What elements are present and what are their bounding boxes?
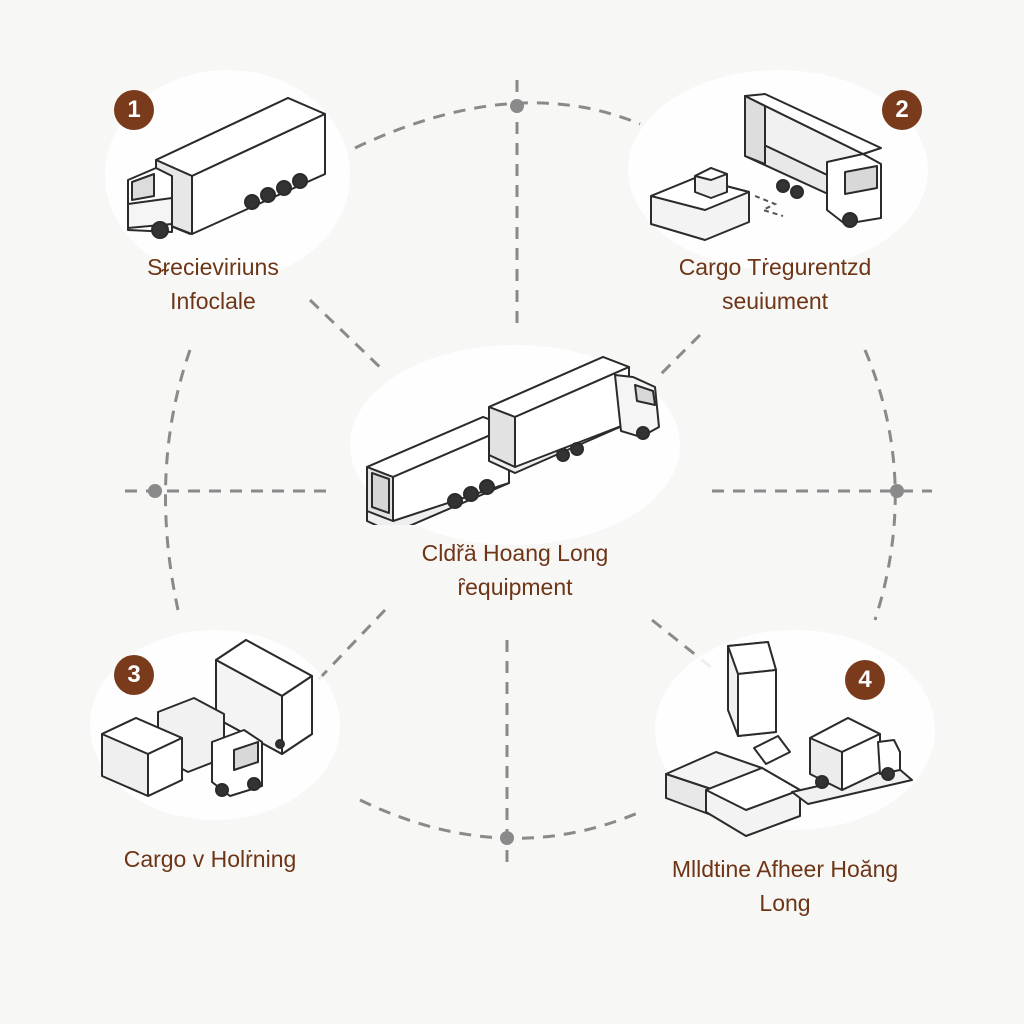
node-1-label-line1: Sᵲecieviriuns [147,254,279,280]
junction-dot-bottom [500,831,514,845]
node-1-label-line2: Infoclale [170,288,256,314]
connector-diagonal-3 [316,608,387,682]
node-1-label: Sᵲecieviriuns Infoclale [88,250,338,318]
step-badge-1: 1 [114,90,154,130]
node-2-label: Cargo Tṙegurentzd seuiument [640,250,910,318]
road-train-truck-icon [366,356,660,525]
connector-arc-top [354,101,641,150]
step-badge-4: 4 [845,660,885,700]
box-truck-icon [127,97,326,239]
connector-arc-bottom [359,798,641,840]
node-3-label: Cargo v Holṙning [90,842,330,876]
cargo-containers-icon [101,639,313,797]
node-4-label: Mlldtine Afheer Hoăng Long [630,852,940,920]
connector-diagonal-2 [658,333,702,377]
junction-dot-top [510,99,524,113]
truck-with-pallet-icon [650,93,882,241]
center-label-line1: Cldřä Hoang Long [421,540,609,566]
node-4-label-line2: Long [759,890,811,916]
connector-arc-right [863,349,897,621]
junction-dot-left [148,484,162,498]
node-4-label-line1: Mlldtine Afheer Hoăng [671,856,899,882]
node-2-label-line2: seuiument [721,288,829,314]
cargo-handling-station-icon [665,641,913,837]
node-2-label-line1: Cargo Tṙegurentzd [678,254,872,280]
junction-dot-right [890,484,904,498]
step-badge-2: 2 [882,90,922,130]
center-label-line2: ȓequipment [457,574,573,600]
connector-arc-left [164,349,192,611]
connector-diagonal-1 [308,298,387,374]
node-3-label-line1: Cargo v Holṙning [123,846,297,872]
step-badge-3: 3 [114,655,154,695]
center-label: Cldřä Hoang Long ȓequipment [385,536,645,604]
